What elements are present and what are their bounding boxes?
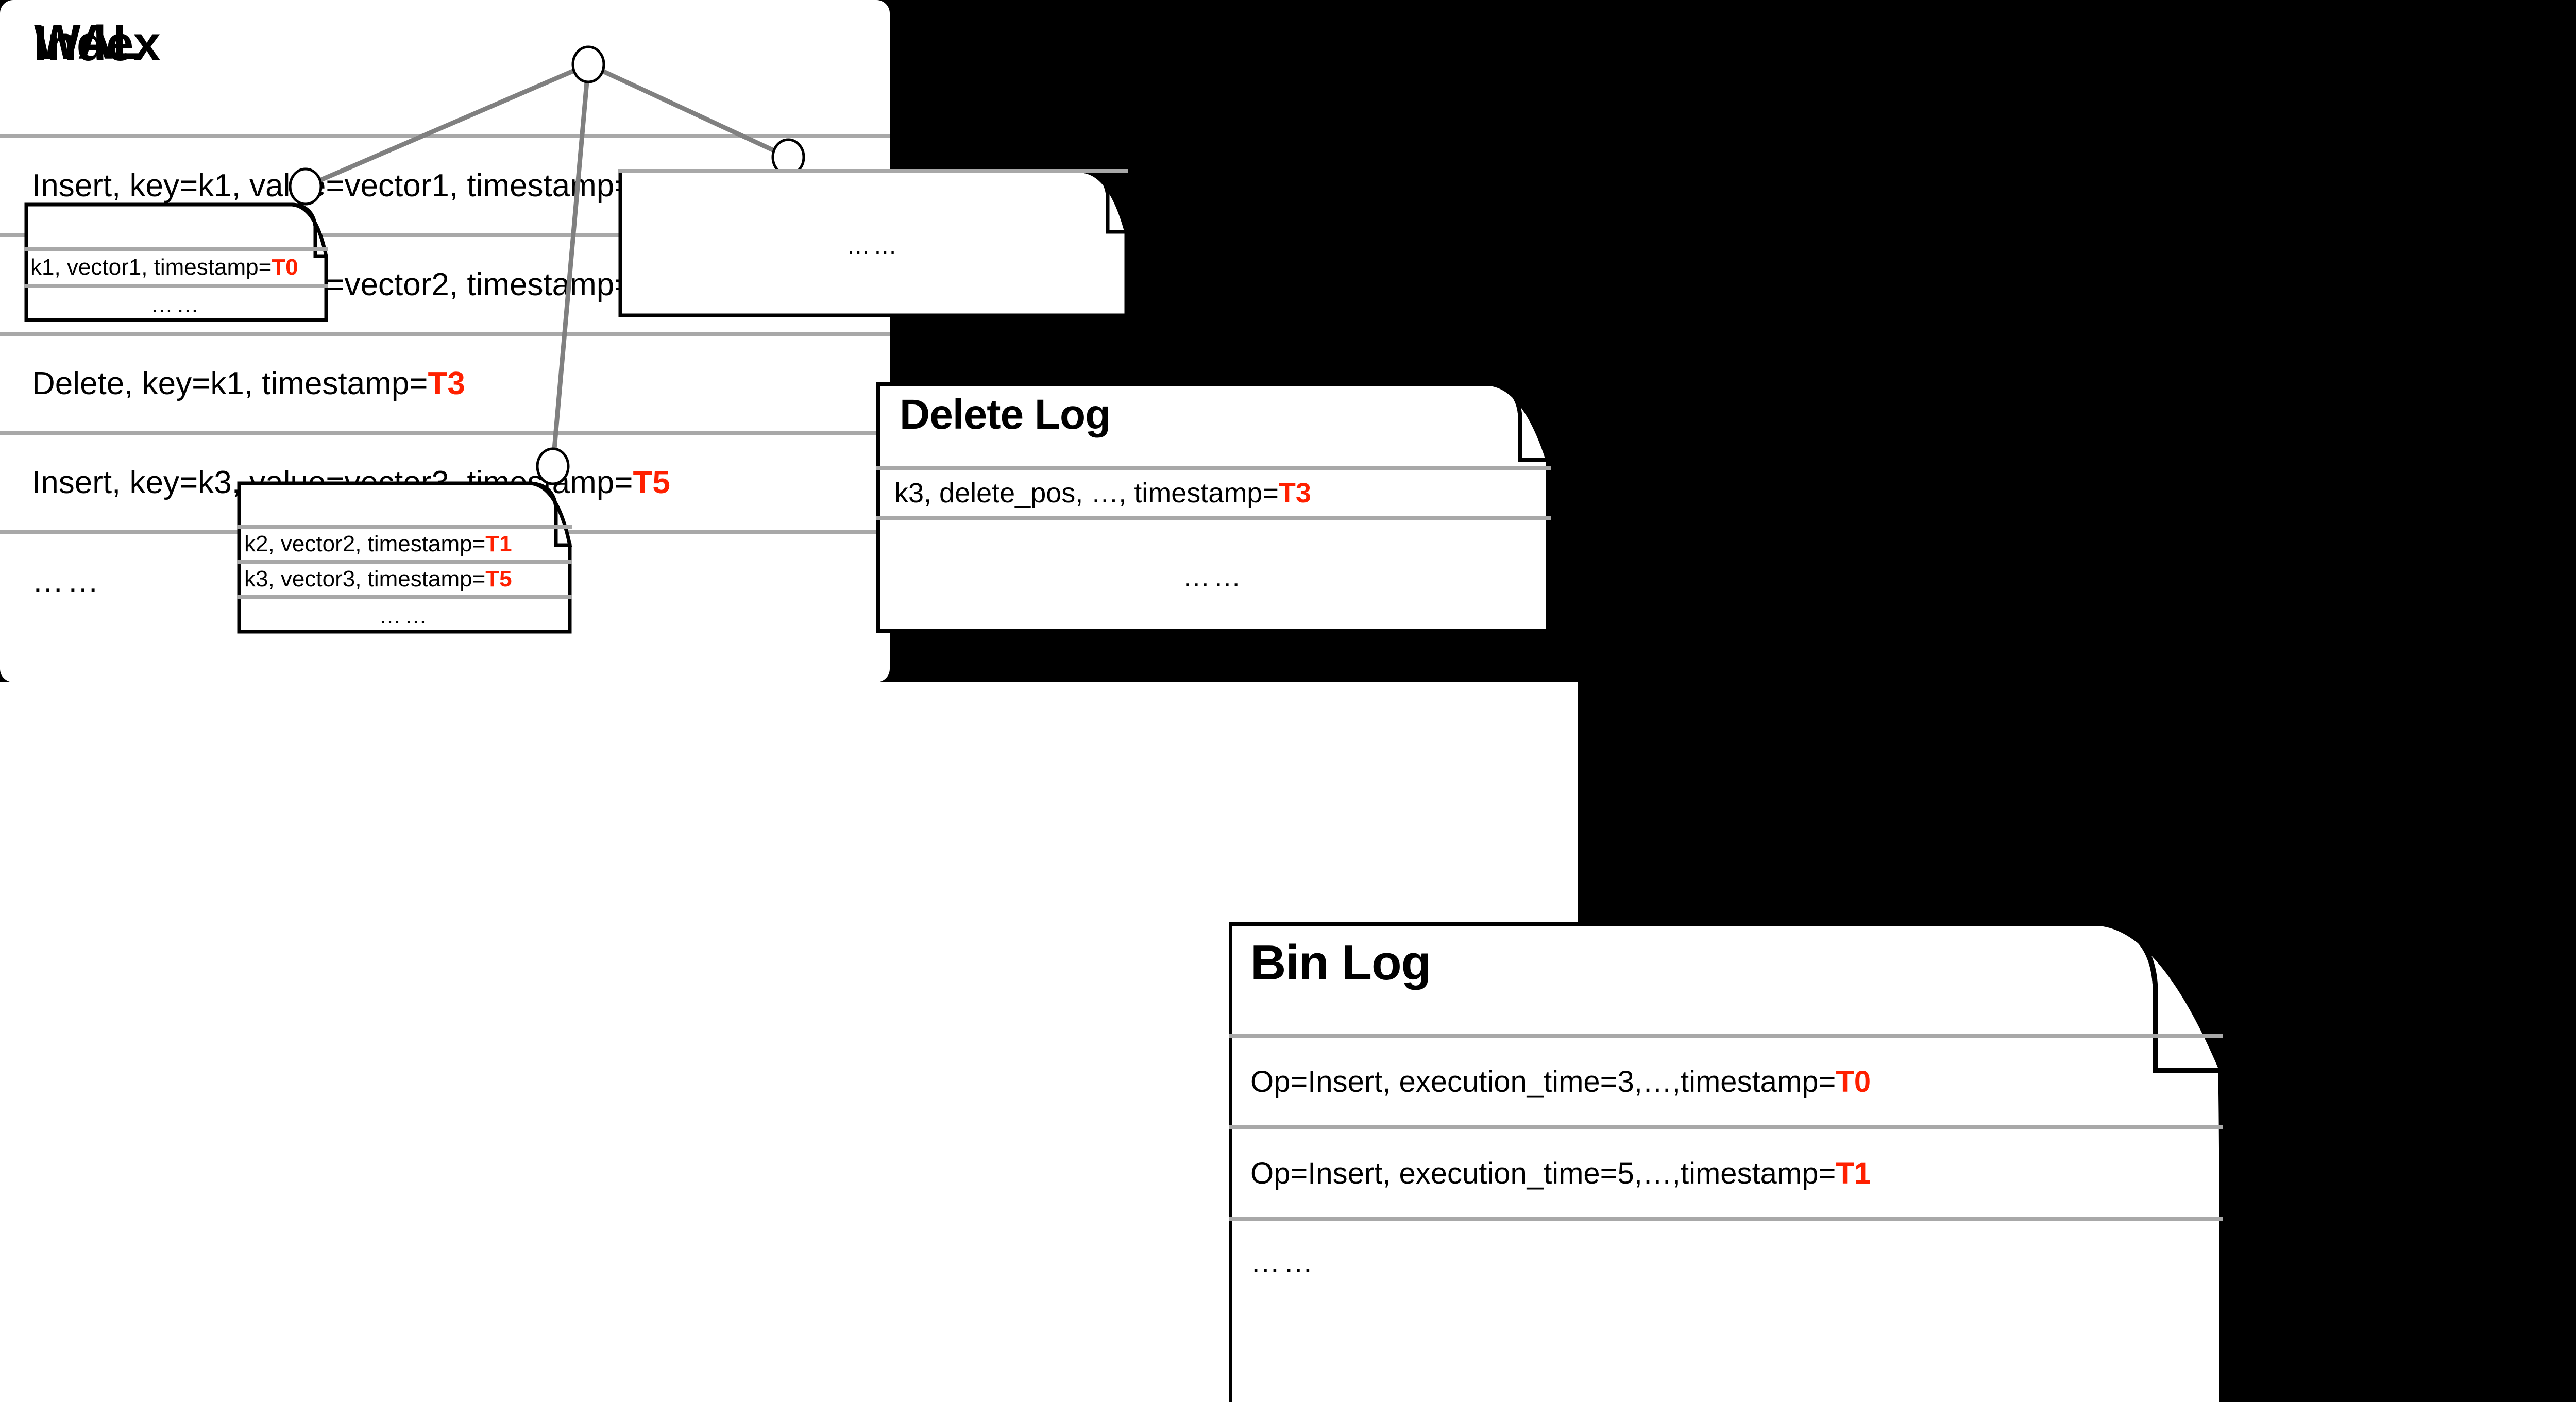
leaf-node-k2-k3: k2, vector2, timestamp=T1 k3, vector3, t… — [237, 481, 572, 634]
bin-log-row: Op=Insert, execution_time=5,…,timestamp=… — [1229, 1125, 2223, 1217]
leaf-ellipsis-text: …… — [379, 603, 430, 629]
bin-log-title: Bin Log — [1250, 935, 1431, 990]
bin-log-row-timestamp: T0 — [1836, 1065, 1871, 1099]
document-shape — [876, 382, 1551, 633]
index-title: Index — [33, 16, 161, 71]
delete-log-ellipsis-text: …… — [1182, 562, 1244, 593]
bin-log-panel: Bin Log Op=Insert, execution_time=3,…,ti… — [1229, 922, 2223, 1402]
leaf-node-ellipsis: …… — [618, 169, 1128, 317]
bin-log-ellipsis-text: …… — [1250, 1245, 1316, 1279]
bin-log-row: Op=Insert, execution_time=3,…,timestamp=… — [1229, 1034, 2223, 1125]
bin-log-row-ellipsis: …… — [1229, 1217, 2223, 1402]
wal-row-text: Delete, key=k1, timestamp= — [32, 365, 428, 401]
wal-row-timestamp: T5 — [633, 464, 670, 500]
leaf-node-k1: k1, vector1, timestamp=T0 …… — [24, 202, 328, 322]
delete-log-row-timestamp: T3 — [1278, 478, 1311, 509]
leaf-row-timestamp: T0 — [272, 255, 298, 280]
wal-row: Delete, key=k1, timestamp=T3 — [0, 332, 890, 431]
leaf-row-text: k2, vector2, timestamp= — [244, 531, 486, 556]
leaf-row-timestamp: T5 — [485, 566, 512, 592]
bin-log-head — [1229, 991, 2223, 1034]
leaf-head — [24, 202, 328, 247]
document-shape — [24, 202, 328, 322]
leaf-row-timestamp: T1 — [485, 531, 512, 556]
delete-log-row-text: k3, delete_pos, …, timestamp= — [894, 478, 1279, 509]
wal-row-ellipsis: …… — [32, 563, 102, 599]
leaf-row: k1, vector1, timestamp=T0 — [24, 247, 328, 284]
bin-log-row-text: Op=Insert, execution_time=3,…,timestamp= — [1250, 1065, 1836, 1099]
leaf-ellipsis-text: …… — [150, 292, 202, 317]
delete-log-head — [876, 439, 1551, 466]
bin-log-row-timestamp: T1 — [1836, 1156, 1871, 1190]
document-shape — [618, 169, 1128, 317]
delete-log-panel: Delete Log k3, delete_pos, …, timestamp=… — [876, 381, 1551, 634]
leaf-row-ellipsis: …… — [24, 284, 328, 322]
wal-row-timestamp: T3 — [428, 365, 465, 401]
leaf-head — [237, 481, 572, 525]
bin-log-row-text: Op=Insert, execution_time=5,…,timestamp= — [1250, 1156, 1836, 1190]
leaf-row: k3, vector3, timestamp=T5 — [237, 560, 572, 595]
leaf-ellipsis-text: …… — [846, 232, 900, 259]
wal-row-text: Insert, key=k1, value=vector1, timestamp… — [32, 167, 633, 204]
leaf-row-text: k3, vector3, timestamp= — [244, 566, 486, 592]
leaf-row-text: k1, vector1, timestamp= — [30, 255, 272, 280]
leaf-row: k2, vector2, timestamp=T1 — [237, 525, 572, 560]
wal-title: WAL — [34, 14, 143, 70]
delete-log-row: k3, delete_pos, …, timestamp=T3 — [876, 466, 1551, 516]
leaf-row-ellipsis: …… — [237, 595, 572, 634]
delete-log-title: Delete Log — [900, 391, 1111, 438]
leaf-row-ellipsis: …… — [618, 169, 1128, 317]
delete-log-row-ellipsis: …… — [876, 516, 1551, 634]
